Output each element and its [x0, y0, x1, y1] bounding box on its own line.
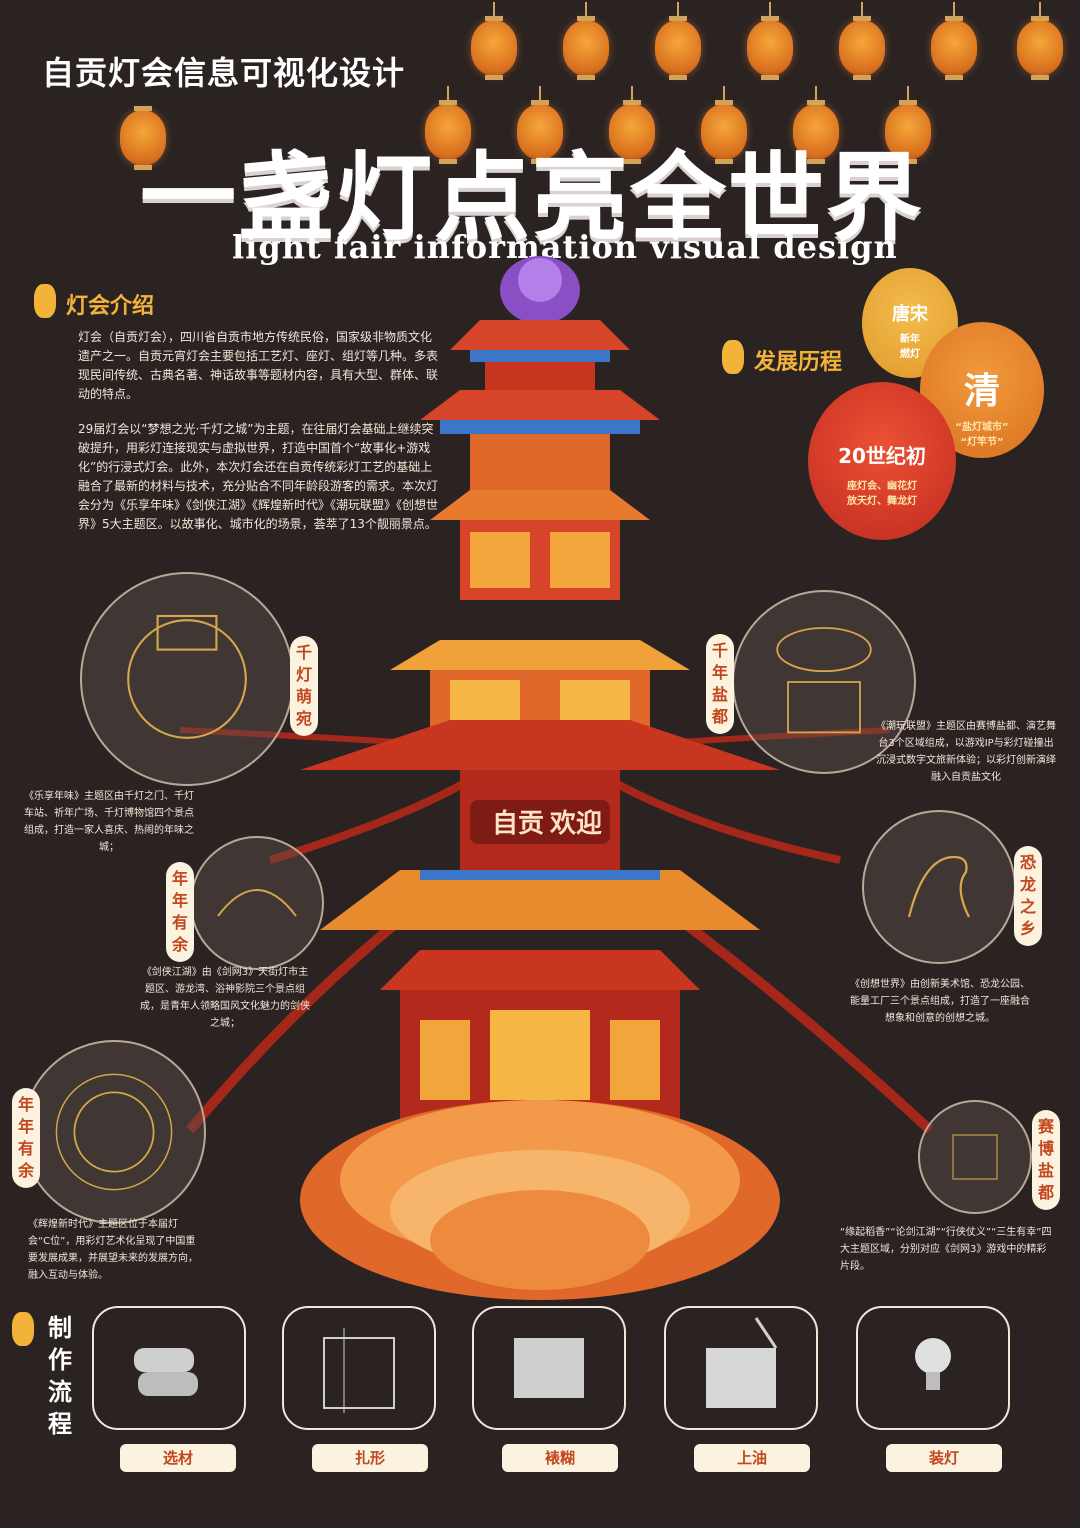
decorative-lantern — [563, 2, 609, 80]
history-note: 座灯会、幽花灯 放天灯、舞龙灯 — [847, 481, 917, 507]
history-lantern-20th-century: 20世纪初 座灯会、幽花灯 放天灯、舞龙灯 — [808, 382, 956, 540]
zone-description-3: 《辉煌新时代》主题区位于本届灯会“C位”，用彩灯艺术化呈现了中国重要发展成果，并… — [28, 1219, 198, 1281]
zone-description-1: 《乐享年味》主题区由千灯之门、千灯车站、祈年广场、千灯博物馆四个景点组成，打造一… — [24, 791, 194, 853]
decorative-lantern — [931, 2, 977, 80]
intro-text: 灯会（自贡灯会），四川省自贡市地方传统民俗，国家级非物质文化遗产之一。自贡元宵灯… — [78, 328, 438, 550]
zone-description-4: 《潮玩联盟》主题区由赛博盐都、演艺舞台3个区域组成，以游戏IP与彩灯碰撞出沉浸式… — [876, 721, 1056, 783]
intro-section-title: 灯会介绍 — [66, 294, 155, 319]
zone-illustration-nian — [190, 836, 324, 970]
process-step-label-3: 裱糊 — [502, 1444, 618, 1472]
process-step-box-1 — [92, 1306, 246, 1430]
decorative-lantern — [747, 2, 793, 80]
zone-illustration-konglong — [862, 810, 1016, 964]
decorative-lantern — [793, 86, 839, 164]
decorative-lantern — [609, 86, 655, 164]
history-era: 清 — [963, 371, 1000, 412]
page-title: 一盏灯点亮全世界 — [140, 142, 924, 254]
process-step-box-2 — [282, 1306, 436, 1430]
decorative-lantern — [425, 86, 471, 164]
zone-illustration-xinshidai — [22, 1040, 206, 1224]
zone-description-6: “缘起稻香”“论剑江湖”“行侠仗义”“三生有幸”四大主题区域，分别对应《剑网3》… — [840, 1227, 1052, 1272]
zone-illustration-yandu — [732, 590, 916, 774]
process-step-box-4 — [664, 1306, 818, 1430]
zone-label-5: 恐龙之乡 — [1014, 846, 1042, 946]
decorative-lantern — [471, 2, 517, 80]
decorative-lantern — [120, 106, 166, 170]
decorative-lantern — [701, 86, 747, 164]
zone-label-6: 赛博盐都 — [1032, 1110, 1060, 1210]
history-note: 新年 燃灯 — [900, 334, 920, 360]
decorative-lantern — [839, 2, 885, 80]
decorative-lantern — [1017, 2, 1063, 80]
zone-label-1: 千灯萌宛 — [290, 636, 318, 736]
pagoda-lantern-illustration: 自贡 欢迎 — [300, 256, 780, 1300]
history-note: “盐灯城市” “灯竿节” — [955, 422, 1009, 448]
tower-sign-left: 自贡 — [492, 808, 544, 839]
decorative-lantern — [885, 86, 931, 164]
zone-label-3: 年年有余 — [12, 1088, 40, 1188]
process-step-label-1: 选材 — [120, 1444, 236, 1472]
zone-description-5: 《创想世界》由创新美术馆、恐龙公园、能量工厂三个景点组成，打造了一座融合想象和创… — [850, 979, 1030, 1024]
lantern-icon — [34, 284, 56, 318]
zone-label-2: 年年有余 — [166, 862, 194, 962]
zone-illustration-qiandeng — [80, 572, 294, 786]
zone-illustration-saibo — [918, 1100, 1032, 1214]
zone-description-2: 《剑侠江湖》由《剑网3》天街灯市主题区、游龙湾、浴神影院三个景点组成，是青年人领… — [140, 967, 310, 1029]
intro-paragraph-1: 灯会（自贡灯会），四川省自贡市地方传统民俗，国家级非物质文化遗产之一。自贡元宵灯… — [78, 330, 439, 401]
english-title: light fair information visual design — [232, 228, 898, 266]
process-section-title-text: 制作流程 — [48, 1314, 72, 1438]
page-subtitle: 自贡灯会信息可视化设计 — [42, 54, 406, 92]
history-era: 20世纪初 — [838, 444, 926, 468]
zone-label-4: 千年盐都 — [706, 634, 734, 734]
process-step-label-2: 扎形 — [312, 1444, 428, 1472]
lantern-icon — [722, 340, 744, 374]
tower-sign-right: 欢迎 — [549, 808, 602, 839]
decorative-lantern — [517, 86, 563, 164]
history-era: 唐宋 — [892, 304, 928, 325]
decorative-lantern — [655, 2, 701, 80]
process-step-box-5 — [856, 1306, 1010, 1430]
process-step-label-5: 装灯 — [886, 1444, 1002, 1472]
top-lantern-decoration — [0, 0, 1080, 200]
process-step-box-3 — [472, 1306, 626, 1430]
process-step-label-4: 上油 — [694, 1444, 810, 1472]
history-section-title: 发展历程 — [754, 350, 843, 375]
lantern-icon — [12, 1312, 34, 1346]
intro-paragraph-2: 29届灯会以“梦想之光·千灯之城”为主题，在往届灯会基础上继续突破提升，用彩灯连… — [78, 422, 439, 531]
